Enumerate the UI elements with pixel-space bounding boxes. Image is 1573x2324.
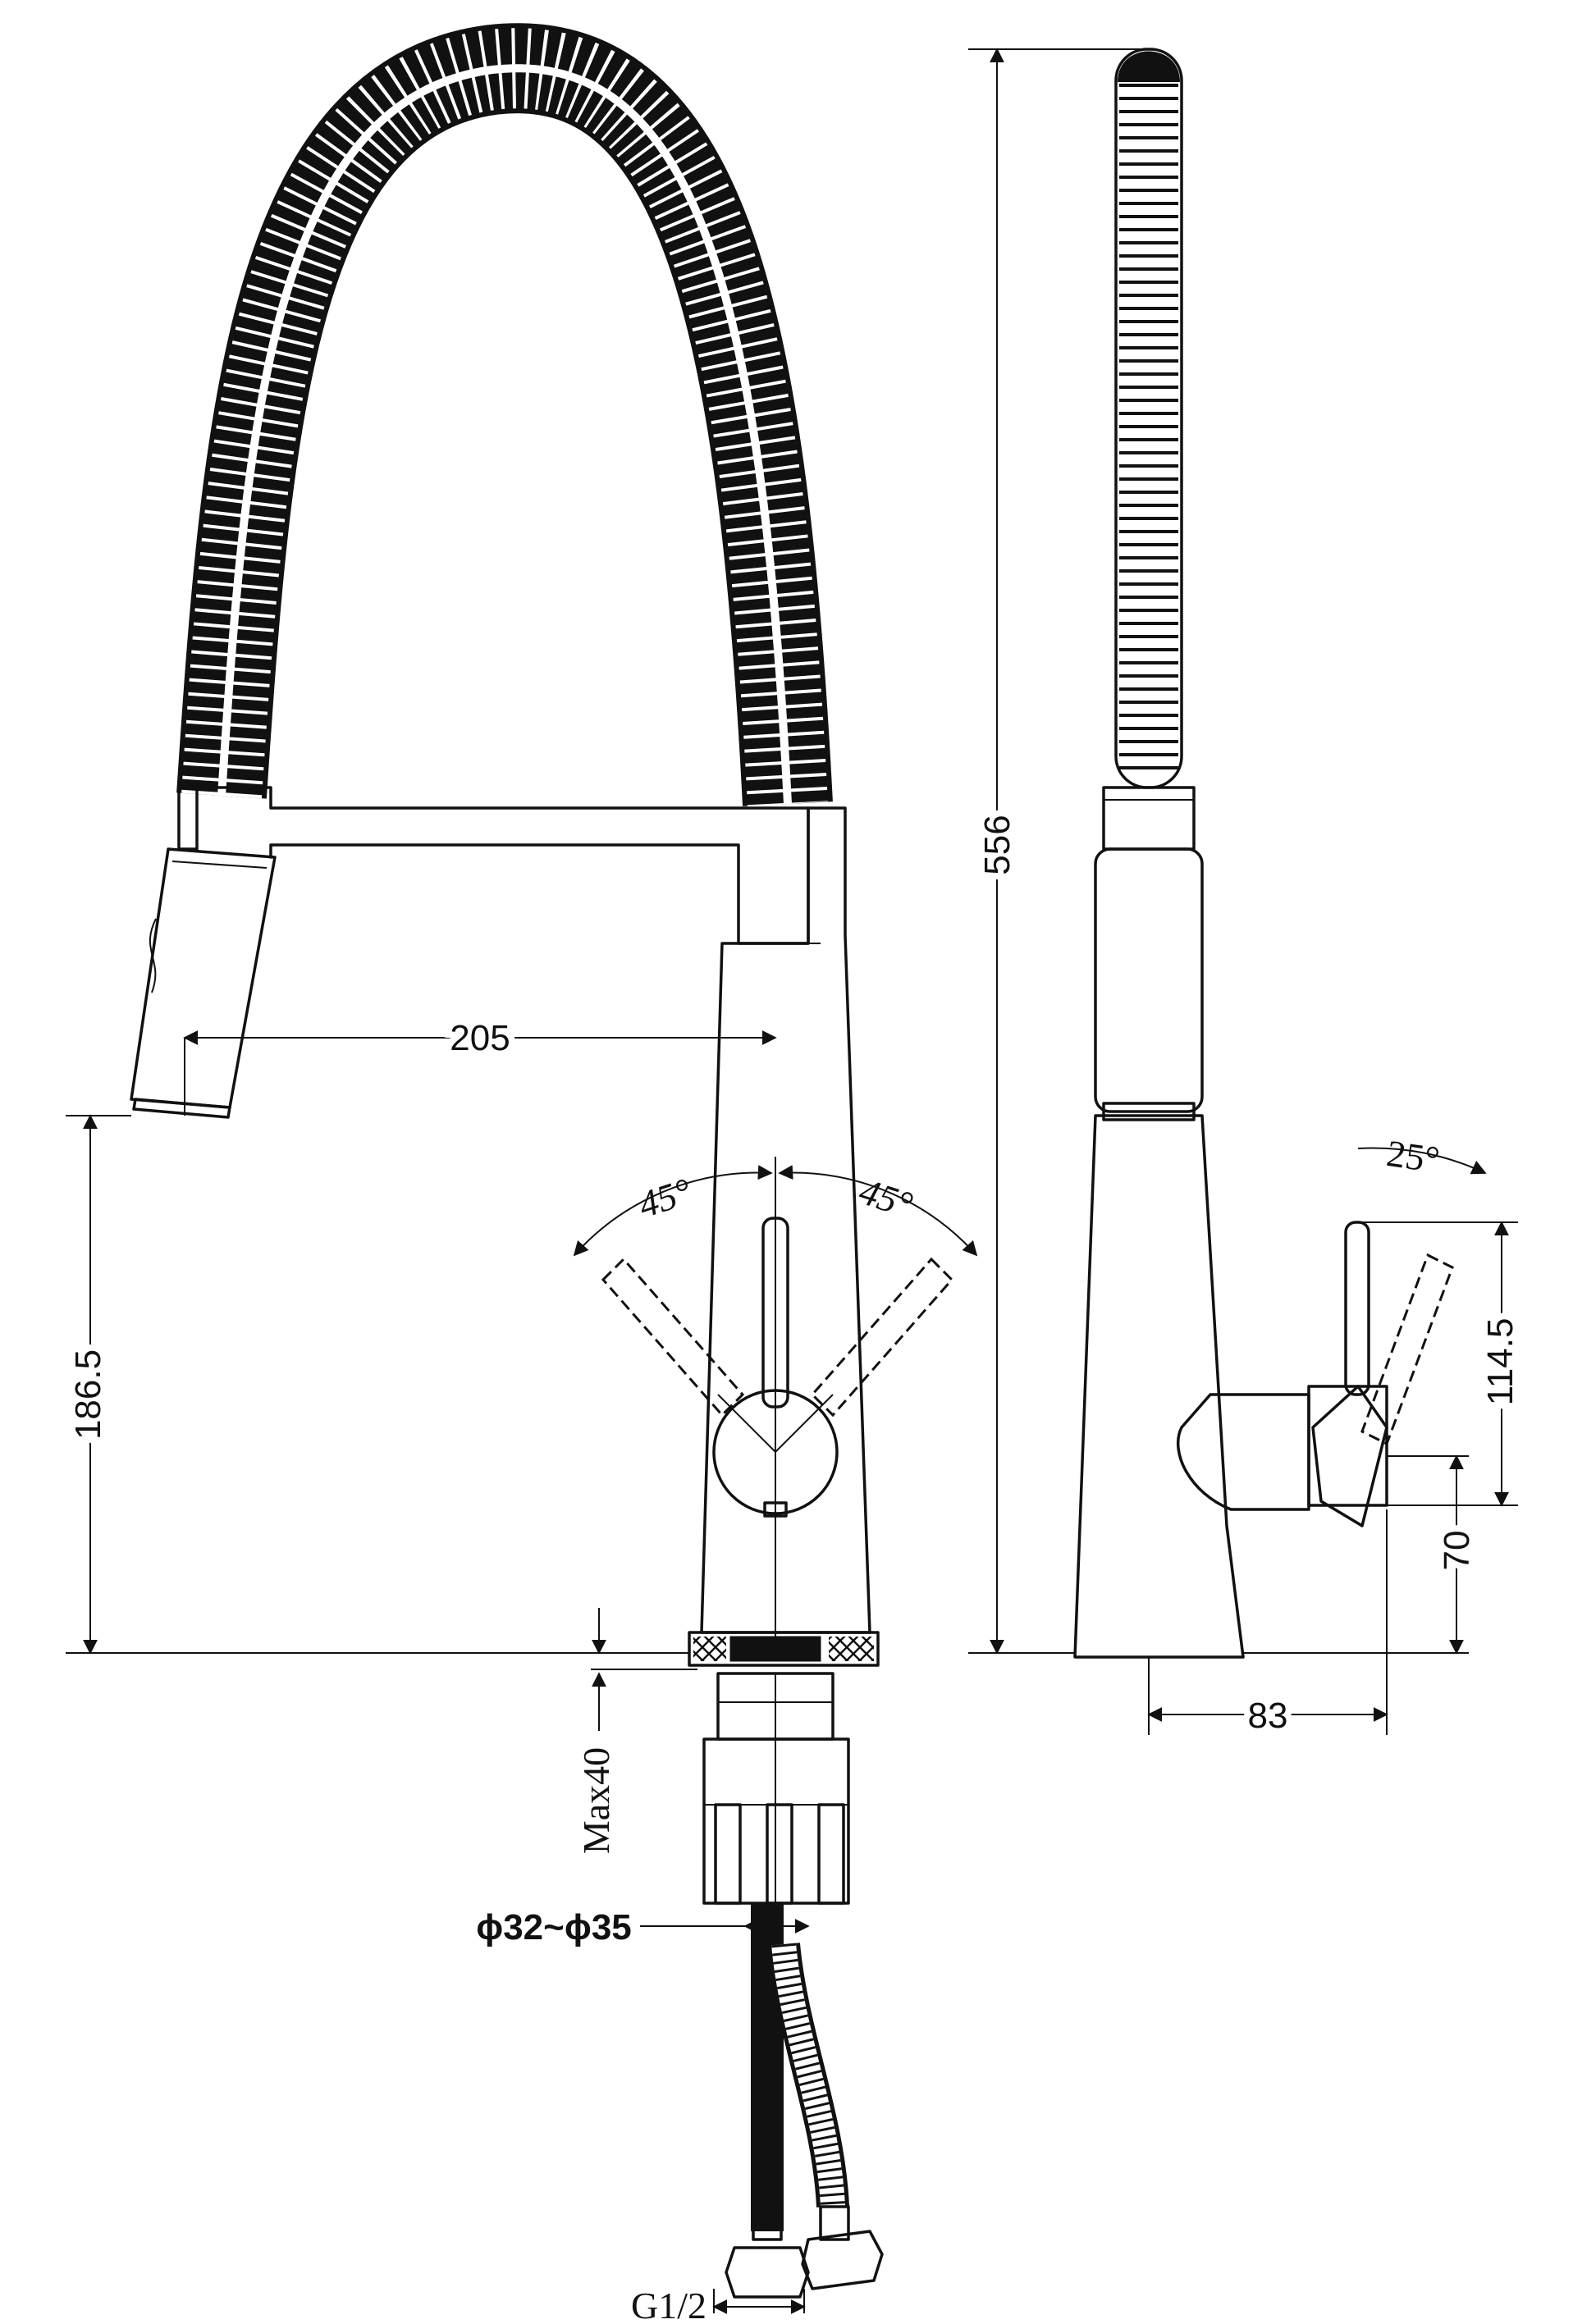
label-25: 25°: [1384, 1132, 1443, 1180]
side-angle-arc: [1357, 1147, 1487, 1175]
handle-rotated-left: [601, 1257, 745, 1418]
label-186-5: 186.5: [68, 1349, 108, 1440]
label-hole-diameter: ϕ32~ϕ35: [476, 1907, 632, 1947]
side-body: [1073, 1114, 1245, 1659]
dimension-labels: 205 186.5 45° 45° Max40 ϕ32~ϕ35 G1/2 556…: [62, 808, 1527, 2324]
spray-head: [130, 847, 277, 1119]
label-205: 205: [450, 1018, 510, 1058]
base-ring: [688, 1631, 880, 1667]
dimension-lines: [66, 48, 1518, 2314]
side-collar: [1102, 786, 1196, 851]
label-45-left: 45°: [633, 1170, 697, 1226]
mounting-nut: [702, 1672, 850, 1944]
label-114-5: 114.5: [1480, 1318, 1520, 1406]
side-handle-upright: [1344, 1221, 1370, 1396]
front-view: [130, 23, 978, 2299]
label-556: 556: [977, 815, 1017, 874]
side-spring-hose: [1114, 48, 1183, 789]
label-max40: Max40: [575, 1747, 617, 1854]
label-g12: G1/2: [631, 2285, 706, 2324]
side-handle-tilted: [1360, 1253, 1454, 1446]
handle-rotated-right: [810, 1257, 954, 1418]
label-45-right: 45°: [854, 1170, 917, 1226]
side-spray-head: [1094, 847, 1204, 1121]
angle-indicators: [573, 1157, 978, 1641]
spring-hose: [176, 23, 833, 806]
label-83: 83: [1248, 1696, 1288, 1736]
side-cartridge: [1177, 1385, 1388, 1527]
label-70: 70: [1437, 1531, 1477, 1571]
side-view: [1073, 48, 1487, 1659]
supply-hoses: [725, 1903, 884, 2299]
